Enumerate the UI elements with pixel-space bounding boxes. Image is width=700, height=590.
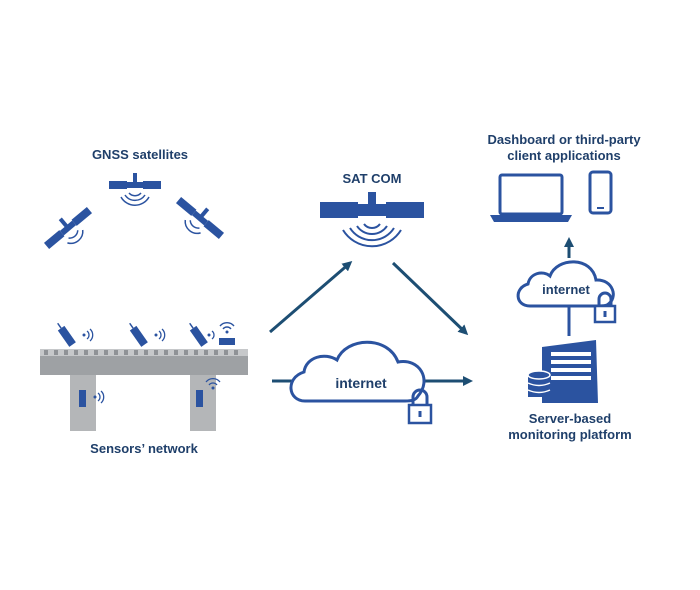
- satellite-icon: [109, 173, 161, 206]
- server-label-line1: Server-based: [529, 411, 611, 426]
- satcom-label: SAT COM: [343, 171, 402, 186]
- sensor-icon: [196, 390, 203, 407]
- gnss-label: GNSS satellites: [92, 147, 188, 162]
- sensor-icon: [129, 322, 148, 347]
- wifi-icon: [154, 328, 166, 342]
- internet-small-label: internet: [542, 282, 590, 297]
- cloud-icon: [289, 340, 426, 403]
- satcom-satellite-icon: [320, 192, 424, 248]
- server-icon: [542, 340, 598, 403]
- wifi-icon: [93, 390, 105, 404]
- sensor-icon: [57, 322, 76, 347]
- database-icon: [527, 370, 551, 397]
- dashboard-label-line1: Dashboard or third-party: [487, 132, 641, 147]
- satellite-icon: [43, 206, 93, 250]
- satellite-icon: [175, 196, 225, 240]
- bridge: [40, 349, 248, 431]
- wifi-icon: [82, 328, 94, 342]
- server-label-line2: monitoring platform: [508, 427, 632, 442]
- laptop-icon: [490, 173, 572, 222]
- wifi-icon: [205, 378, 221, 390]
- internet-main-label: internet: [335, 375, 387, 391]
- sensor-icon: [79, 390, 86, 407]
- wifi-icon: [207, 330, 215, 340]
- sensor-icon: [189, 322, 208, 347]
- phone-icon: [588, 170, 613, 215]
- padlock-icon: [593, 291, 617, 324]
- sensors-label: Sensors’ network: [90, 441, 198, 456]
- arrow-sensors-to-satcom: [269, 261, 353, 334]
- padlock-icon: [407, 388, 433, 425]
- dashboard-label-line2: client applications: [507, 148, 620, 163]
- router-icon: [219, 322, 235, 345]
- arrow-satcom-to-server: [391, 261, 469, 336]
